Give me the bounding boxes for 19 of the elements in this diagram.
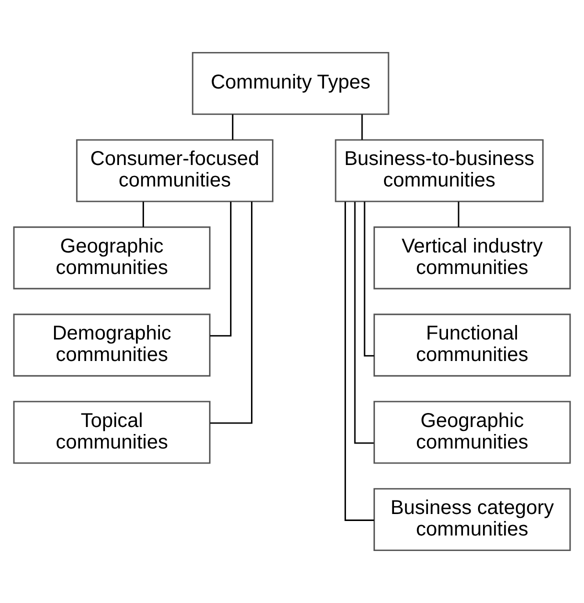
connector [232,114,234,140]
connector [142,202,144,227]
connector [210,202,232,337]
connector [210,202,252,424]
node-box: Vertical industry communities [374,226,571,290]
node-box: Functional communities [374,314,571,377]
node-box: Topical communities [13,400,210,464]
connector [361,114,363,140]
node-box: Business category communities [374,488,571,551]
connector [364,202,374,357]
connector [344,202,374,521]
connector [458,202,460,227]
node-box: Geographic communities [13,226,210,290]
node-box: Demographic communities [13,314,210,377]
node-box: Consumer-focused communities [76,139,274,202]
node-box: Community Types [192,52,390,115]
node-box: Business-to-business communities [334,139,544,202]
connector [354,202,374,444]
node-box: Geographic communities [374,400,571,464]
